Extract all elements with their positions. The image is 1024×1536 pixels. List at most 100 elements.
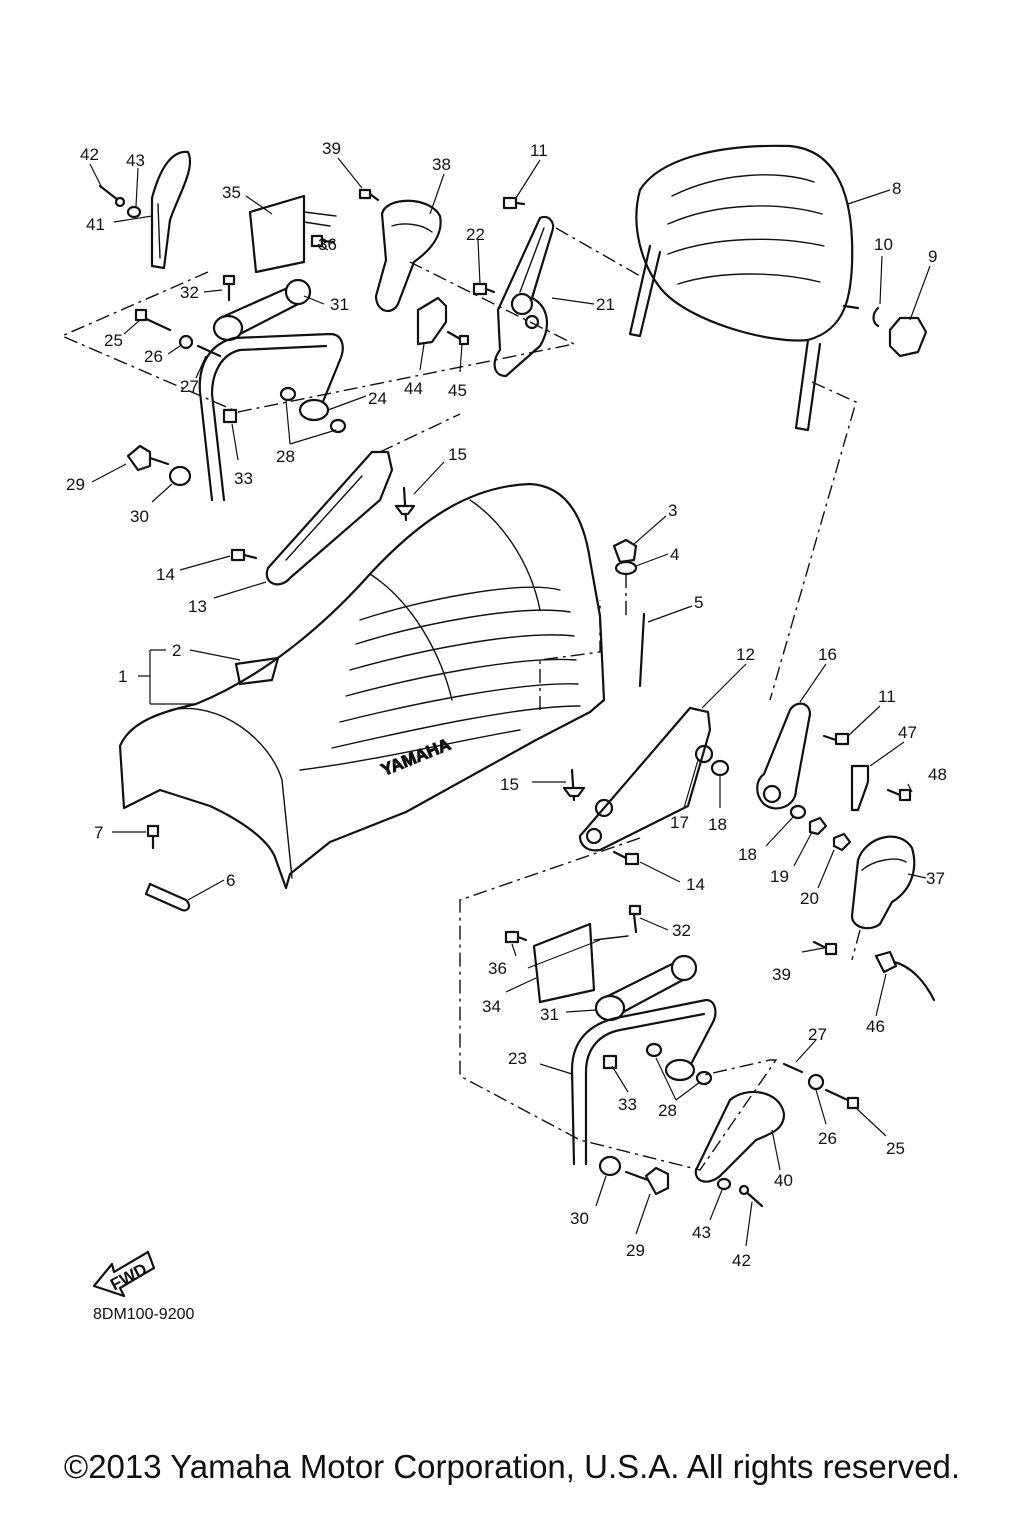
bolt-22	[472, 282, 496, 296]
callout-38: 38	[432, 155, 451, 174]
latch-21	[493, 215, 555, 378]
callout-16: 16	[818, 645, 837, 664]
callout-28: 28	[276, 447, 295, 466]
washer-43-top	[126, 205, 142, 219]
callout-30: 30	[130, 507, 149, 526]
spacer-30-bottom	[598, 1155, 622, 1177]
bolt-11-right	[822, 732, 850, 746]
nut-33-top	[222, 408, 238, 424]
copyright-notice: ©2013 Yamaha Motor Corporation, U.S.A. A…	[63, 1448, 961, 1485]
callout-30-bottom: 30	[570, 1209, 589, 1228]
callout-40: 40	[774, 1171, 793, 1190]
callout-26: 26	[144, 347, 163, 366]
callout-32: 32	[180, 283, 199, 302]
knob-29-top	[126, 444, 170, 472]
callout-23: 23	[508, 1049, 527, 1068]
pin-5	[638, 612, 646, 688]
grommet-28-bottom-b	[695, 1070, 713, 1086]
callout-43: 43	[126, 151, 145, 170]
callout-37: 37	[926, 869, 945, 888]
backrest-8	[628, 144, 860, 432]
callout-32-bottom: 32	[672, 921, 691, 940]
hinge-cover-37	[850, 835, 916, 930]
side-cover-41	[150, 150, 191, 270]
callout-42: 42	[80, 145, 99, 164]
hinge-31-bottom	[594, 954, 698, 1022]
backrest-link-line	[769, 381, 857, 701]
grab-rail-23	[570, 998, 717, 1166]
drawing-code: 8DM100-9200	[93, 1306, 195, 1323]
screw-7	[146, 824, 160, 850]
side-cover-40	[694, 1090, 786, 1183]
hinge-31-top	[212, 278, 312, 342]
bolt-14-top	[230, 548, 258, 562]
washer-26-top	[178, 334, 194, 350]
callout-31-bottom: 31	[540, 1005, 559, 1024]
callout-12: 12	[736, 645, 755, 664]
callout-36: 36	[318, 235, 337, 254]
callout-10: 10	[874, 235, 893, 254]
callout-31: 31	[330, 295, 349, 314]
callout-2: 2	[172, 641, 181, 660]
leader-lines	[89, 157, 931, 1247]
washer-18-a	[710, 759, 730, 777]
callout-45: 45	[448, 381, 467, 400]
callout-14-right: 14	[686, 875, 705, 894]
fwd-arrow-icon: FWD	[92, 1250, 156, 1298]
callout-11: 11	[530, 141, 548, 160]
cable-46	[874, 950, 936, 1002]
clip-10	[872, 306, 880, 328]
callout-46: 46	[866, 1017, 885, 1036]
bracket-link-line	[379, 413, 461, 453]
callout-22: 22	[466, 225, 485, 244]
lower-assembly-outline	[459, 837, 778, 1171]
screw-39-top	[358, 188, 380, 202]
screw-42-top	[98, 184, 126, 208]
callout-5: 5	[694, 593, 703, 612]
bolt-11-top	[502, 196, 526, 210]
callout-41: 41	[86, 215, 105, 234]
rivet-15-right	[562, 768, 586, 802]
callout-18: 18	[708, 815, 727, 834]
seat-1: YAMAHA	[118, 482, 606, 890]
bolt-25-bottom	[824, 1088, 860, 1110]
washer-43-bottom	[716, 1177, 732, 1191]
callout-48: 48	[928, 765, 947, 784]
callout-14: 14	[156, 565, 175, 584]
seat-brand-logo: YAMAHA	[378, 735, 453, 780]
bolt-25-top	[134, 308, 172, 332]
callout-34: 34	[482, 997, 501, 1016]
bracket-13	[265, 450, 394, 586]
washer-17	[694, 744, 714, 764]
bolt-32-top	[222, 274, 236, 302]
bracket-47	[850, 764, 870, 812]
screw-48	[886, 788, 912, 802]
grommet-28-top-b	[329, 418, 347, 434]
nut-3	[612, 538, 638, 564]
bracket-12	[578, 706, 712, 852]
grab-rail-24	[198, 332, 344, 502]
callout-33-bottom: 33	[618, 1095, 637, 1114]
callout-8: 8	[892, 179, 901, 198]
callout-7: 7	[94, 823, 103, 842]
knob-9	[888, 316, 928, 358]
latch-to-backrest-line	[555, 227, 641, 277]
fwd-label: FWD	[107, 1260, 150, 1295]
pin-27-bottom	[782, 1062, 804, 1074]
callout-25-bottom: 25	[886, 1139, 905, 1158]
callout-35: 35	[222, 183, 241, 202]
screw-42-bottom	[738, 1184, 764, 1208]
callout-33: 33	[234, 469, 253, 488]
callout-27: 27	[180, 377, 199, 396]
callout-43-bottom: 43	[692, 1223, 711, 1242]
grommet-28-top-a	[279, 386, 297, 402]
upper-left-assembly-outline	[60, 261, 577, 413]
callout-11-right: 11	[878, 687, 896, 706]
callout-18-b: 18	[738, 845, 757, 864]
nut-19	[808, 816, 828, 836]
callout-42-bottom: 42	[732, 1251, 751, 1270]
callout-15: 15	[448, 445, 467, 464]
washer-26-bottom	[807, 1073, 825, 1091]
callout-26-bottom: 26	[818, 1129, 837, 1148]
screw-45	[446, 330, 470, 346]
